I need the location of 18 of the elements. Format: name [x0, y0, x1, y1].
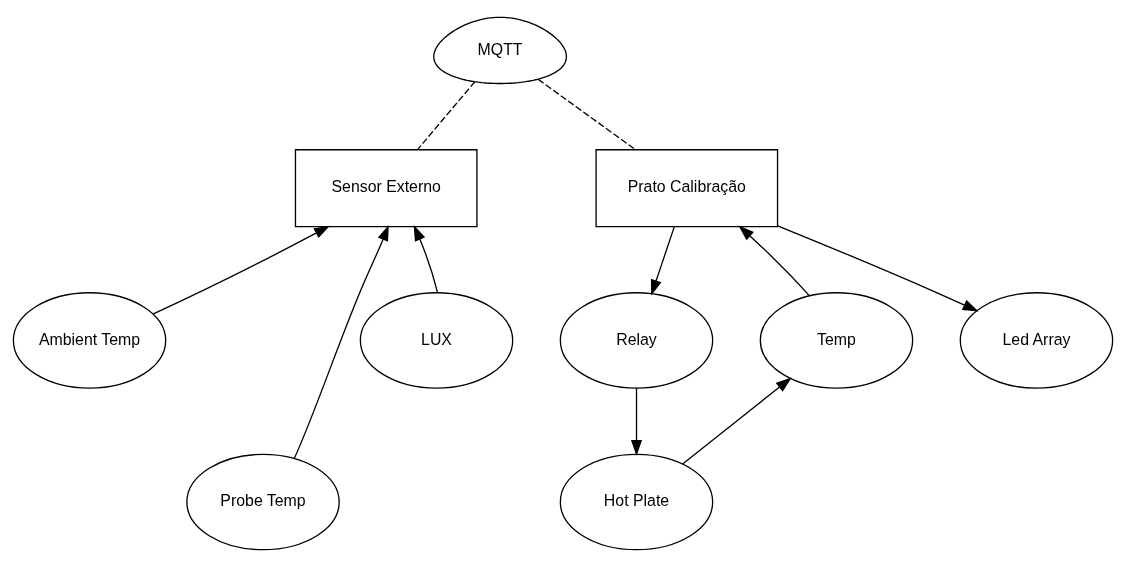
arrow: [738, 225, 810, 296]
arrow: [293, 224, 389, 459]
node-ellipse: Ambient Temp: [12, 292, 167, 389]
connector: [416, 81, 476, 151]
node-ellipse: LUX: [359, 292, 514, 389]
arrow: [650, 226, 675, 296]
node-ellipse: Probe Temp: [186, 453, 340, 551]
node-ellipse: Relay: [559, 292, 714, 389]
arrow: [152, 225, 330, 315]
arrow: [630, 387, 643, 456]
arrow: [681, 377, 792, 465]
arrow: [776, 225, 979, 312]
node-ellipse: Temp: [759, 292, 914, 389]
node-box: Prato Calibração: [595, 149, 779, 228]
node-box: Sensor Externo: [294, 149, 478, 228]
node-ellipse: Hot Plate: [559, 453, 714, 551]
connector: [537, 78, 637, 151]
arrow: [413, 225, 439, 294]
